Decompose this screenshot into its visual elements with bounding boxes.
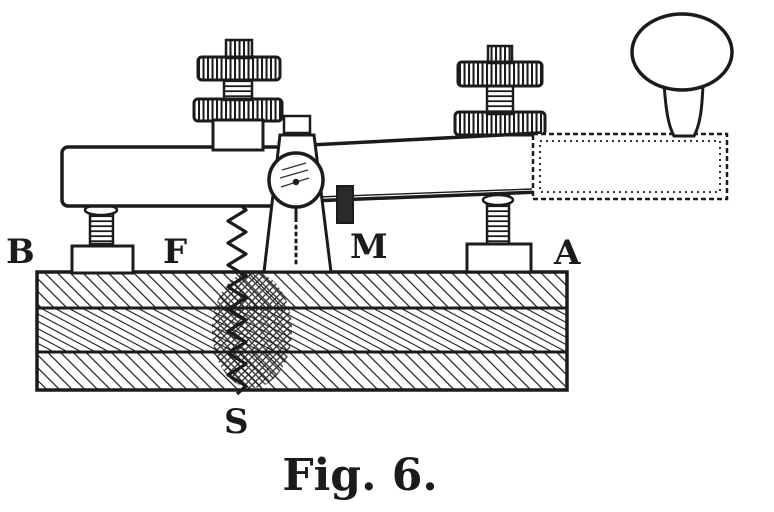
rear-contact-collar (481, 193, 515, 207)
knob-base-inner (539, 140, 721, 193)
label-s: S (224, 402, 249, 442)
knob-ball (630, 12, 734, 92)
right-adjusting-screw (453, 44, 547, 137)
front-contact-block (70, 244, 135, 275)
right-screw-shaft (485, 84, 515, 116)
left-screw-shaft (222, 78, 254, 102)
pivot-top-screw (282, 114, 312, 135)
bearing-shading (281, 162, 307, 171)
figure-caption: Fig. 6. (282, 450, 437, 501)
front-contact-post (70, 203, 135, 275)
base-band-top (37, 272, 567, 308)
right-screw-cap (486, 44, 514, 65)
wooden-base (35, 270, 569, 392)
knob-base-outer (531, 132, 729, 201)
pivot-standard (262, 114, 333, 274)
spring-shadow-scribble (212, 272, 292, 388)
left-screw-nut-block (211, 118, 265, 152)
left-screw-cap (224, 38, 254, 60)
label-m: M (350, 227, 388, 267)
knob-stem (662, 82, 705, 138)
rear-contact-post (465, 193, 533, 274)
left-screw-knurled-disc-upper (196, 55, 282, 82)
label-a: A (553, 233, 581, 273)
label-f: F (163, 232, 187, 272)
bearing-center-pin (292, 178, 300, 186)
rear-contact-block (465, 242, 533, 274)
operating-knob (630, 12, 734, 138)
lever-bracket (336, 185, 354, 224)
knob-base-plate (531, 132, 729, 201)
bearing-shading (279, 169, 309, 179)
lever-arm (60, 131, 542, 208)
base-band-middle (37, 308, 567, 352)
left-adjusting-screw (192, 38, 284, 152)
lever-left-arm (60, 145, 285, 208)
coil-spring (226, 200, 248, 396)
left-screw-knurled-disc-lower (192, 97, 284, 123)
right-screw-knurled-disc-lower (453, 110, 547, 137)
label-b: B (6, 232, 35, 272)
right-screw-knurled-disc-upper (456, 60, 544, 88)
base-band-bottom (37, 352, 567, 390)
